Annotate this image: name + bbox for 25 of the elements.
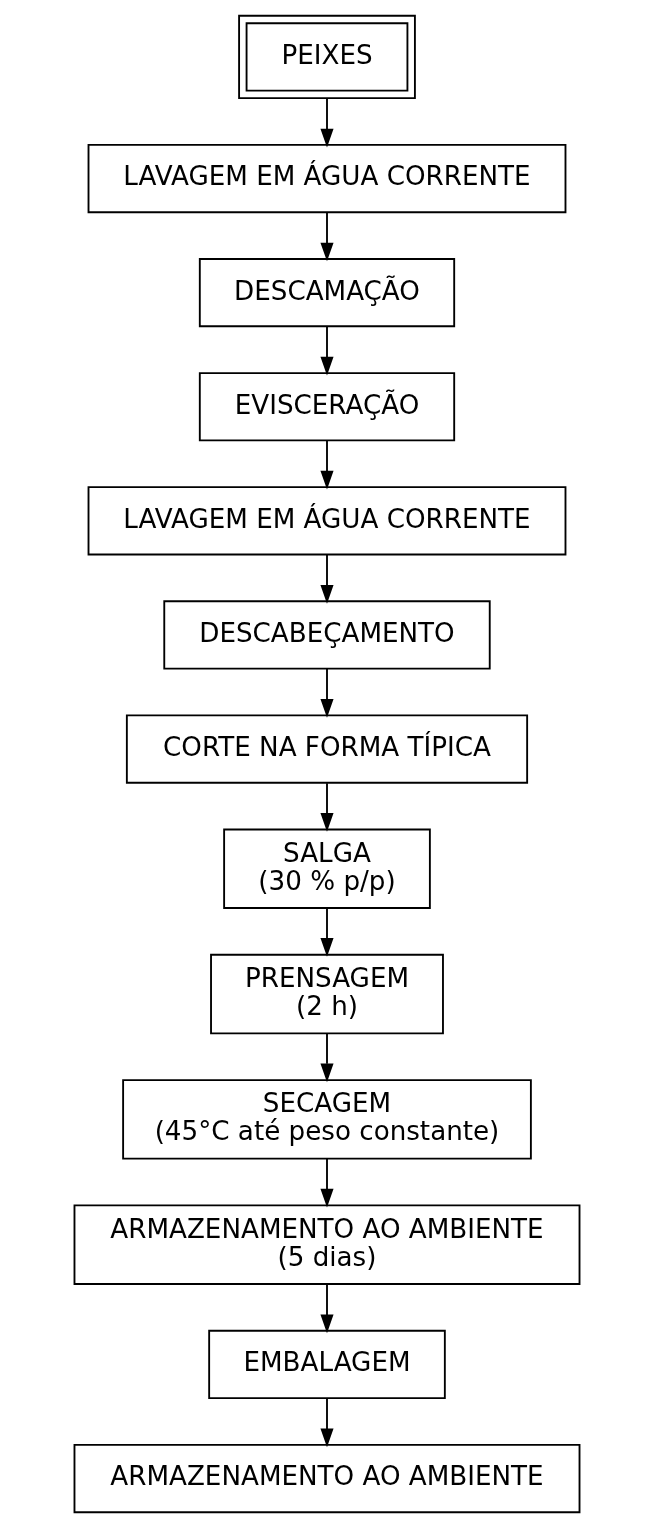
arrow (319, 1032, 334, 1083)
node-box: EMBALAGEM (207, 1329, 446, 1400)
arrow (319, 1283, 334, 1334)
node-box: ARMAZENAMENTO AO AMBIENTE (5 dias) (73, 1204, 580, 1285)
node-box: DESCABEÇAMENTO (162, 600, 491, 670)
arrow (319, 1158, 334, 1208)
node-box: LAVAGEM EM ÁGUA CORRENTE (87, 486, 566, 556)
arrow (319, 907, 334, 957)
node-box: DESCAMAÇÃO (198, 258, 455, 328)
node-box: EVISCERAÇÃO (198, 372, 455, 442)
arrow (319, 325, 334, 376)
arrow (319, 553, 334, 604)
arrow (319, 97, 334, 148)
node-box: CORTE NA FORMA TÍPICA (125, 714, 528, 784)
node-box: ARMAZENAMENTO AO AMBIENTE (73, 1443, 580, 1514)
arrow (319, 439, 334, 490)
arrow (319, 211, 334, 262)
node-box: SECAGEM (45°C até peso constante) (121, 1079, 532, 1160)
arrow (319, 667, 334, 718)
node-box: LAVAGEM EM ÁGUA CORRENTE (87, 143, 566, 214)
node-box: PRENSAGEM (2 h) (209, 953, 444, 1035)
arrow (319, 1397, 334, 1448)
node-box: SALGA (30 % p/p) (222, 828, 431, 909)
node-box: PEIXES (237, 14, 416, 100)
arrow (319, 782, 334, 832)
